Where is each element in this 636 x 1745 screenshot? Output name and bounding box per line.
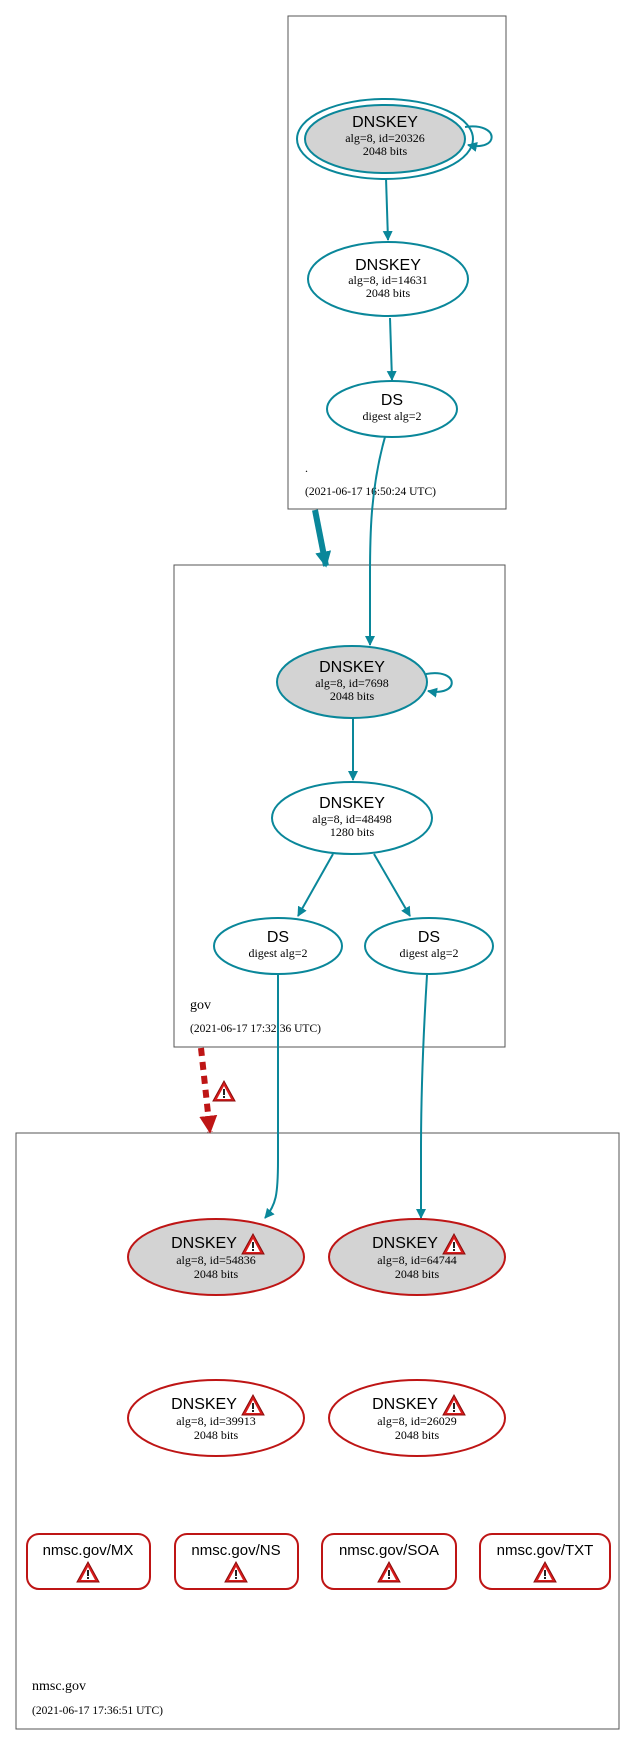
node-detail: 2048 bits xyxy=(330,689,375,703)
rrset-txt: nmsc.gov/TXT xyxy=(479,1533,611,1590)
edge-root-ds-gov-ksk xyxy=(365,436,386,646)
node-nmsc-zsk-39913: DNSKEY alg=8, id=39913 2048 bits xyxy=(127,1379,305,1457)
edge-gov-ds1-nmsc-ksk1 xyxy=(264,975,279,1219)
node-title: DS xyxy=(267,929,289,946)
rrset-ns: nmsc.gov/NS xyxy=(174,1533,299,1590)
rrset-label: nmsc.gov/MX xyxy=(43,1542,134,1559)
node-gov-zsk: DNSKEY alg=8, id=48498 1280 bits xyxy=(271,781,433,855)
edge-delegation-root-gov xyxy=(312,509,332,568)
node-nmsc-ksk-64744: DNSKEY alg=8, id=64744 2048 bits xyxy=(328,1218,506,1296)
edge-root-ksk-self xyxy=(464,125,493,152)
node-title: DNSKEY xyxy=(355,257,421,274)
zone-root: . (2021-06-17 16:50:24 UTC) xyxy=(287,15,507,510)
edge-gov-ksk-self xyxy=(425,672,453,698)
node-nmsc-ksk-54836: DNSKEY alg=8, id=54836 2048 bits xyxy=(127,1218,305,1296)
edge-gov-zsk-ds2 xyxy=(373,853,411,917)
node-detail: 2048 bits xyxy=(366,286,411,300)
node-title: DNSKEY xyxy=(319,659,385,676)
edge-gov-zsk-ds1 xyxy=(297,853,334,917)
node-title: DNSKEY xyxy=(372,1235,438,1252)
zone-nmsc-gov: nmsc.gov (2021-06-17 17:36:51 UTC) xyxy=(15,1132,620,1730)
node-title: DS xyxy=(381,392,403,409)
warning-icon xyxy=(212,1080,236,1102)
node-nmsc-zsk-26029: DNSKEY alg=8, id=26029 2048 bits xyxy=(328,1379,506,1457)
node-title: DNSKEY xyxy=(171,1396,237,1413)
rrset-label: nmsc.gov/NS xyxy=(191,1542,280,1559)
zone-timestamp: (2021-06-17 17:32:36 UTC) xyxy=(190,1023,321,1035)
node-title: DNSKEY xyxy=(171,1235,237,1252)
node-detail: alg=8, id=39913 xyxy=(176,1414,256,1428)
rrset-mx: nmsc.gov/MX xyxy=(26,1533,151,1590)
node-title: DNSKEY xyxy=(372,1396,438,1413)
node-detail: 1280 bits xyxy=(330,825,375,839)
zone-name: nmsc.gov xyxy=(32,1679,86,1694)
node-detail: digest alg=2 xyxy=(362,409,421,423)
node-root-zsk: DNSKEY alg=8, id=14631 2048 bits xyxy=(307,241,469,317)
zone-name: . xyxy=(305,461,308,475)
rrset-label: nmsc.gov/TXT xyxy=(497,1542,594,1559)
edge-gov-ds2-nmsc-ksk2 xyxy=(416,974,428,1219)
node-detail: alg=8, id=54836 xyxy=(176,1253,256,1267)
node-detail: digest alg=2 xyxy=(399,946,458,960)
node-detail: 2048 bits xyxy=(194,1428,239,1442)
node-detail: alg=8, id=20326 xyxy=(345,131,425,145)
node-detail: alg=8, id=7698 xyxy=(315,676,389,690)
rrset-soa: nmsc.gov/SOA xyxy=(321,1533,457,1590)
node-detail: alg=8, id=48498 xyxy=(312,812,392,826)
edges xyxy=(198,125,493,1219)
zone-timestamp: (2021-06-17 17:36:51 UTC) xyxy=(32,1705,163,1717)
node-detail: 2048 bits xyxy=(395,1267,440,1281)
node-title: DNSKEY xyxy=(319,795,385,812)
node-title: DS xyxy=(418,929,440,946)
node-title: DNSKEY xyxy=(352,114,418,131)
zone-name: gov xyxy=(190,998,211,1013)
node-detail: 2048 bits xyxy=(395,1428,440,1442)
zone-timestamp: (2021-06-17 16:50:24 UTC) xyxy=(305,486,436,498)
node-gov-ksk: DNSKEY alg=8, id=7698 2048 bits xyxy=(276,645,428,719)
node-detail: 2048 bits xyxy=(363,144,408,158)
node-detail: 2048 bits xyxy=(194,1267,239,1281)
edge-delegation-gov-nmsc xyxy=(198,1047,218,1134)
node-gov-ds2: DS digest alg=2 xyxy=(364,917,494,975)
node-gov-ds1: DS digest alg=2 xyxy=(213,917,343,975)
node-detail: alg=8, id=26029 xyxy=(377,1414,457,1428)
zone-gov: gov (2021-06-17 17:32:36 UTC) xyxy=(173,564,506,1048)
edge-root-ksk-zsk xyxy=(382,177,393,241)
node-detail: digest alg=2 xyxy=(248,946,307,960)
node-detail: alg=8, id=14631 xyxy=(348,273,428,287)
node-detail: alg=8, id=64744 xyxy=(377,1253,457,1267)
node-root-ds: DS digest alg=2 xyxy=(326,380,458,438)
edge-root-zsk-ds xyxy=(386,317,397,381)
rrset-label: nmsc.gov/SOA xyxy=(339,1542,439,1559)
node-root-ksk: DNSKEY alg=8, id=20326 2048 bits xyxy=(296,98,474,180)
